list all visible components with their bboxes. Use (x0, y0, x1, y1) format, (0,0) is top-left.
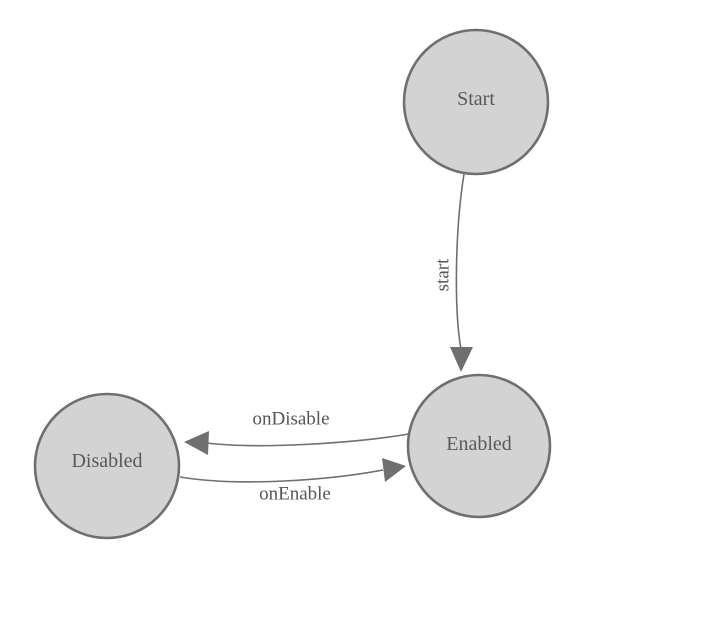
node-shape-disabled (33, 392, 181, 540)
node-enabled[interactable]: Enabled (406, 373, 552, 519)
edge-label-start: start (433, 258, 454, 291)
edge-enabled-to-disabled[interactable]: onDisable (184, 409, 410, 456)
edge-start-to-enabled[interactable]: start (433, 173, 474, 372)
node-start[interactable]: Start (402, 28, 550, 176)
node-disabled[interactable]: Disabled (33, 392, 181, 540)
edge-path-disabled-to-enabled (179, 469, 384, 483)
edge-path-start-to-enabled (455, 173, 465, 350)
node-shape-enabled (406, 373, 552, 519)
edge-label-on-enable: onEnable (259, 484, 331, 505)
edge-label-on-disable: onDisable (252, 409, 329, 430)
edge-path-enabled-to-disabled (206, 433, 410, 447)
arrowhead-icon-start-to-enabled (450, 347, 473, 372)
node-label-start: Start (457, 88, 495, 110)
node-label-disabled: Disabled (71, 450, 142, 472)
arrowhead-icon-enabled-to-disabled (184, 431, 209, 455)
node-shape-start (402, 28, 550, 176)
arrowhead-icon-disabled-to-enabled (382, 458, 406, 482)
node-label-enabled: Enabled (446, 433, 512, 455)
edge-disabled-to-enabled[interactable]: onEnable (179, 458, 406, 505)
